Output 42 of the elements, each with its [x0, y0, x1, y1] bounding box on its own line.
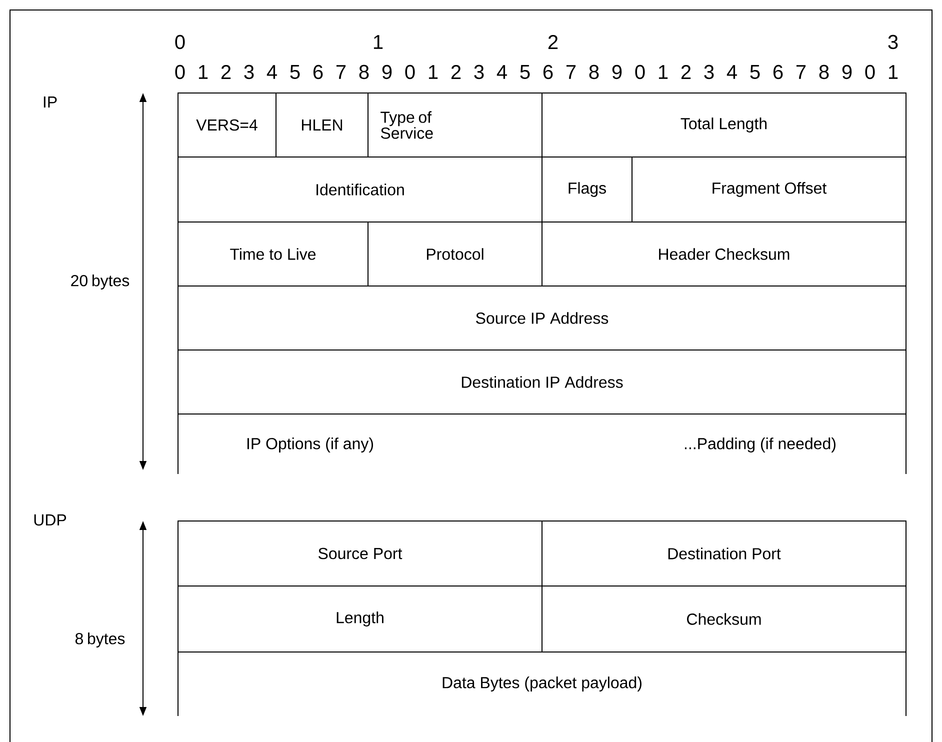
field-cell: Total Length: [542, 92, 906, 158]
field-cell: Data Bytes (packet payload): [178, 652, 906, 716]
bit-number: 4: [496, 65, 507, 79]
bit-number: 8: [589, 64, 599, 80]
field-cell: Identification: [178, 156, 542, 222]
bit-number: 4: [266, 65, 277, 79]
bit-number: 3: [244, 64, 254, 80]
bit-number: 7: [336, 65, 346, 79]
field-cell: VERS=4: [178, 92, 276, 158]
size-label: 20 bytes: [71, 274, 130, 290]
bit-number: 7: [566, 65, 576, 79]
field-cell: Source Port: [178, 520, 542, 586]
bit-number: 9: [382, 64, 392, 80]
bit-number: 6: [313, 64, 323, 80]
bit-number: 5: [290, 65, 300, 79]
field-cell: Time to Live: [178, 222, 368, 286]
field-cell: Type of Service: [368, 92, 542, 158]
bit-number: 3: [474, 64, 484, 80]
field-cell: Destination IP Address: [178, 350, 906, 414]
field-cell: Flags: [542, 156, 632, 222]
field-cell: Checksum: [542, 586, 906, 652]
field-cell: HLEN: [276, 92, 368, 158]
field-cell: Protocol: [368, 222, 542, 286]
bit-number: 8: [359, 64, 369, 80]
bit-number: 2: [221, 65, 231, 79]
section-label: IP: [44, 96, 57, 108]
bit-number: 0: [175, 34, 185, 50]
bit-number: 0: [405, 64, 415, 80]
bit-number: 2: [548, 35, 558, 49]
section-label: UDP: [34, 514, 66, 526]
field-cell: Header Checksum: [542, 222, 906, 286]
bit-number: 0: [175, 64, 185, 80]
bit-number: 1: [374, 35, 383, 49]
field-cell: IP Options (if any) ...Padding (if needed): [178, 414, 906, 474]
bit-number: 3: [888, 34, 898, 50]
field-cell: Destination Port: [542, 520, 906, 586]
bit-number: 5: [520, 65, 530, 79]
bit-number: 6: [543, 64, 553, 80]
field-cell: Fragment Offset: [632, 156, 906, 222]
size-label: 8 bytes: [75, 632, 125, 648]
field-cell: Source IP Address: [178, 286, 906, 350]
field-cell: Length: [178, 586, 542, 652]
